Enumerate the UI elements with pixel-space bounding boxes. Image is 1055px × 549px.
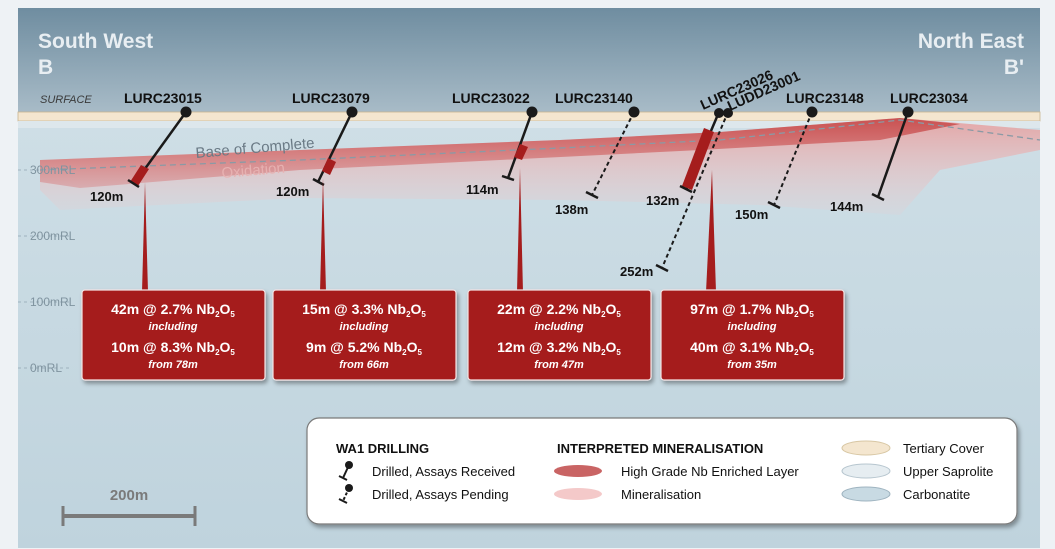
intercept-callout-3 <box>467 289 652 381</box>
legend-drilling-title: WA1 DRILLING <box>336 441 429 456</box>
hole-id-lurc23079: LURC23079 <box>292 90 370 106</box>
drillhole-lurc23015 <box>127 106 192 189</box>
saprolite-swatch <box>841 463 891 479</box>
intercept-including: including <box>149 321 198 333</box>
legend-high-grade-label: High Grade Nb Enriched Layer <box>621 464 799 479</box>
callout-pointer <box>706 170 716 292</box>
received-hole-icon <box>338 461 353 481</box>
pending-hole-icon <box>338 484 353 504</box>
depth-label: 120m <box>90 189 123 204</box>
callout-pointer <box>517 168 523 292</box>
intercept-including: including <box>535 321 584 333</box>
hole-id-lurc23015: LURC23015 <box>124 90 202 106</box>
intercept-main: 97m @ 1.7% Nb2O5 <box>690 301 814 319</box>
scale-bar: 200m <box>61 487 197 526</box>
legend: WA1 DRILLING Drilled, Assays Received Dr… <box>306 417 1018 525</box>
drillhole-lurc23022 <box>501 106 538 182</box>
intercept-from: from 47m <box>534 359 584 371</box>
tertiary-swatch <box>841 440 891 456</box>
elevation-label-0: 0mRL <box>30 361 62 375</box>
callout-pointer <box>142 182 148 292</box>
drillhole-lurc23140 <box>585 106 640 200</box>
carbonatite-swatch <box>841 486 891 502</box>
intercept-from: from 78m <box>148 359 198 371</box>
legend-saprolite-label: Upper Saprolite <box>903 464 993 479</box>
legend-mineralisation-label: Mineralisation <box>621 487 701 502</box>
scale-bar-label: 200m <box>110 487 148 504</box>
section-start-letter: B <box>38 56 53 79</box>
drillhole-lurc23148 <box>767 106 818 210</box>
depth-label: 150m <box>735 207 768 222</box>
sky-band <box>18 8 1040 114</box>
high-grade-swatch <box>554 465 602 477</box>
intercept-inner: 10m @ 8.3% Nb2O5 <box>111 339 235 357</box>
upper-saprolite-layer <box>18 121 1040 128</box>
intercept-inner: 40m @ 3.1% Nb2O5 <box>690 339 814 357</box>
intercept-main: 42m @ 2.7% Nb2O5 <box>111 301 235 319</box>
drillhole-lurc23026 <box>679 108 724 194</box>
mineralisation-swatch <box>554 488 602 500</box>
intercept-inner: 12m @ 3.2% Nb2O5 <box>497 339 621 357</box>
intercept-from: from 66m <box>339 359 389 371</box>
northeast-title: North East <box>918 30 1024 53</box>
southwest-title: South West <box>38 30 153 53</box>
elevation-label-300: 300mRL <box>30 163 76 177</box>
surface-label: SURFACE <box>40 94 92 106</box>
elevation-axis: 300mRL 200mRL 100mRL 0mRL <box>18 163 76 375</box>
base-oxidation-label-faded: Oxidation <box>221 160 286 182</box>
hole-id-lurc23148: LURC23148 <box>786 90 864 106</box>
intercept-callout-1 <box>81 289 266 381</box>
intercept-main: 22m @ 2.2% Nb2O5 <box>497 301 621 319</box>
section-end-letter: B' <box>1004 56 1024 79</box>
elevation-label-100: 100mRL <box>30 295 76 309</box>
hole-id-lurc23022: LURC23022 <box>452 90 530 106</box>
legend-pending-label: Drilled, Assays Pending <box>372 487 509 502</box>
intercept-from: from 35m <box>727 359 777 371</box>
depth-label: 114m <box>466 182 499 197</box>
drillhole-lurc23034 <box>871 106 914 202</box>
legend-carbonatite-label: Carbonatite <box>903 487 970 502</box>
intercept-including: including <box>340 321 389 333</box>
intercept-callout-4 <box>660 289 845 381</box>
hole-id-lurc23034: LURC23034 <box>890 90 968 106</box>
hole-id-lurc23140: LURC23140 <box>555 90 633 106</box>
drillhole-lurc23079 <box>312 106 358 187</box>
elevation-label-200: 200mRL <box>30 229 76 243</box>
legend-received-label: Drilled, Assays Received <box>372 464 515 479</box>
intercept-callout-2 <box>272 289 457 381</box>
depth-label: 252m <box>620 264 653 279</box>
depth-label: 144m <box>830 199 863 214</box>
depth-label: 138m <box>555 202 588 217</box>
base-oxidation-line <box>39 119 1041 171</box>
intercept-including: including <box>728 321 777 333</box>
depth-label: 120m <box>276 184 309 199</box>
intercept-inner: 9m @ 5.2% Nb2O5 <box>306 339 422 357</box>
drillhole-ludd23001 <box>655 108 733 273</box>
callout-pointer <box>320 178 326 292</box>
intercept-main: 15m @ 3.3% Nb2O5 <box>302 301 426 319</box>
high-grade-layer <box>40 118 960 188</box>
depth-label: 132m <box>646 193 679 208</box>
legend-mineral-title: INTERPRETED MINERALISATION <box>557 441 763 456</box>
legend-tertiary-label: Tertiary Cover <box>903 441 985 456</box>
